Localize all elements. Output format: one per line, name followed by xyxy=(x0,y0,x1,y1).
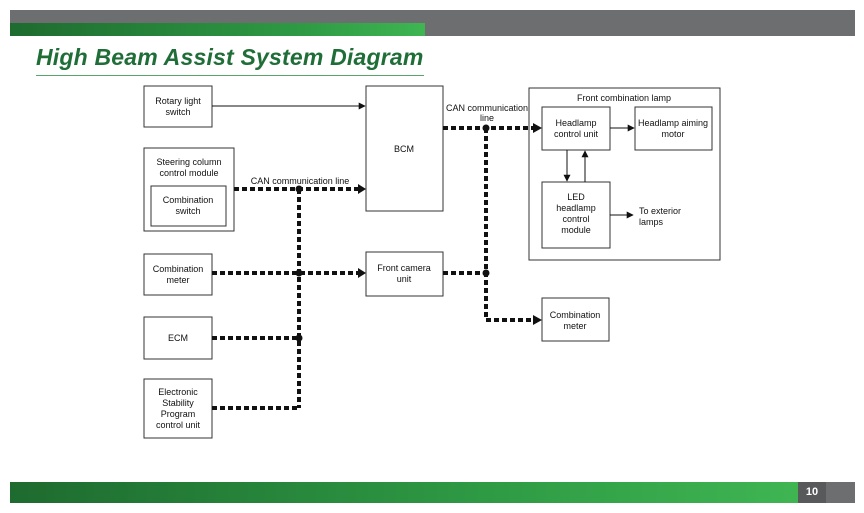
bcm-box xyxy=(365,85,444,212)
bcm-label: BCM xyxy=(394,144,414,154)
combination-meter-right-box xyxy=(541,297,610,342)
header-green-band xyxy=(10,23,425,36)
page-title: High Beam Assist System Diagram xyxy=(36,44,424,70)
can-arrowhead-hcu xyxy=(533,123,542,133)
ecm-label: ECM xyxy=(168,333,188,343)
can-line-left-label: CAN communication line xyxy=(251,176,350,186)
rotary-light-switch-box xyxy=(143,85,213,128)
junction-dot xyxy=(295,334,303,342)
footer-green-band xyxy=(10,482,798,503)
led-headlamp-control-module-box xyxy=(541,181,611,249)
can-arrowhead-bcm xyxy=(358,184,366,194)
junction-dot xyxy=(482,124,490,132)
esp-control-unit-box xyxy=(143,378,213,439)
can-arrowhead-camera xyxy=(358,268,366,278)
front-camera-unit-box xyxy=(365,251,444,297)
combination-switch-box xyxy=(150,185,227,227)
junction-dot xyxy=(295,269,303,277)
footer-gray-band xyxy=(826,482,855,503)
junction-dot xyxy=(482,269,490,277)
front-combination-lamp-label: Front combination lamp xyxy=(577,93,671,103)
title-underline xyxy=(36,75,424,76)
can-arrowhead-meter xyxy=(533,315,542,325)
headlamp-aiming-motor-box xyxy=(634,106,713,151)
junction-dot xyxy=(295,185,303,193)
page-number: 10 xyxy=(798,482,826,503)
